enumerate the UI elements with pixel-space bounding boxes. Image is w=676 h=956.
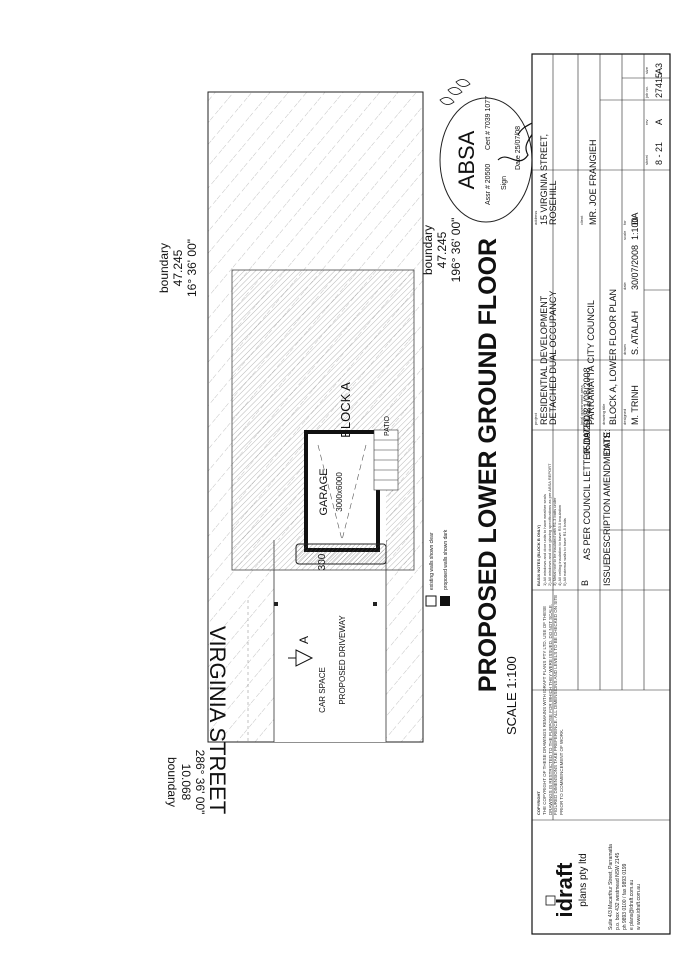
svg-text:1) All windows and door units: 1) All windows and door units to have we… [542, 494, 547, 586]
basix-notes: 1) All windows and door units to have we… [542, 463, 567, 586]
job-label: job no. [644, 86, 649, 99]
address-line-2: ROSEHILL [548, 180, 558, 225]
for-value: DA [630, 212, 640, 225]
absa-sign-label: Sign [501, 176, 508, 190]
company-name: idraft [552, 862, 577, 918]
revision-date: 05/09/2008 [582, 410, 592, 455]
project-line-2: DETACHED DUAL OCCUPANCY [548, 291, 558, 425]
svg-text:5) All external walls to have: 5) All external walls to have R1.5 batts [562, 518, 567, 586]
client-value: MR. JOE FRANGIEH [588, 139, 598, 225]
absa-assessor: Assr # 20500 [485, 164, 492, 205]
absa-brand: ABSA [454, 130, 479, 189]
company-subtitle: plans pty ltd [578, 853, 589, 906]
svg-text:196° 36' 00": 196° 36' 00" [449, 218, 463, 283]
svg-text:boundary: boundary [157, 243, 171, 293]
garage [304, 430, 380, 552]
svg-text:w www.idraft.com.au: w www.idraft.com.au [636, 884, 642, 930]
scale-field-value: 1:100 [630, 217, 640, 240]
svg-text:47.245: 47.245 [171, 249, 185, 286]
drawn-label: drawn [622, 344, 627, 355]
svg-text:p.o. box 432 westmead NSW 2145: p.o. box 432 westmead NSW 2145 [615, 853, 621, 930]
signature-icon [497, 114, 541, 162]
date-field-value: 30/07/2008 [630, 245, 640, 290]
job-value: 27415 [654, 73, 664, 98]
rev-value: A [654, 119, 664, 125]
client-label: client [579, 215, 584, 225]
designer-label: designed [622, 409, 627, 425]
drawing-main-title: PROPOSED LOWER GROUND FLOOR [474, 238, 502, 692]
svg-text:ph 9893 0100 / fax 9893 0199: ph 9893 0100 / fax 9893 0199 [622, 863, 628, 930]
copyright-text: THE COPYRIGHT OF THESE DRAWINGS REMAINS … [542, 594, 564, 815]
drawing-title-label: drawing title [601, 403, 606, 425]
title-block [531, 53, 671, 935]
drawing-scale: SCALE 1:100 [504, 656, 519, 735]
driveway-label: PROPOSED DRIVEWAY [338, 615, 347, 705]
legend-proposed-text: proposed walls shown dark [443, 529, 449, 590]
date-field-label: date [622, 281, 627, 290]
project-line-1: RESIDENTIAL DEVELOPMENT [539, 295, 549, 425]
svg-text:47.245: 47.245 [435, 231, 449, 268]
svg-text:Suite 4/3 Macarthur Street, Pa: Suite 4/3 Macarthur Street, Parramatta [608, 844, 614, 930]
wall-legend: existing walls shown clear proposed wall… [425, 529, 450, 607]
svg-text:286° 36' 00": 286° 36' 00" [193, 750, 207, 815]
boundary-top-label: boundary 47.245 16° 36' 00" [157, 239, 199, 297]
street-label: VIRGINIA STREET [205, 626, 230, 814]
project-label: project [533, 412, 538, 425]
designer-value: M. TRINH [630, 385, 640, 425]
description-label: DESCRIPTION AMENDMENTS [602, 432, 612, 560]
absa-stamp: ABSA Assr # 20500 Cert # 7039 1077 Sign … [439, 79, 541, 223]
size-value: A3 [654, 63, 664, 74]
sheet-label: sheet [644, 154, 649, 165]
svg-text:boundary: boundary [421, 225, 435, 275]
svg-text:10.068: 10.068 [179, 764, 193, 801]
size-label: size [644, 66, 649, 74]
revision-desc: AS PER COUNCIL LETTER DATED 21/08/2008 [582, 367, 592, 560]
legend-proposed-swatch [440, 596, 450, 606]
garage-label: GARAGE [318, 468, 330, 515]
car-space-label: CAR SPACE [318, 667, 327, 713]
garage-door [295, 543, 387, 565]
absa-cert: Cert # 7039 1077 [485, 96, 492, 150]
boundary-front-label: boundary 10.068 286° 36' 00" [165, 750, 207, 815]
site-plan [207, 91, 424, 743]
drawn-value: S. ATALAH [630, 311, 640, 355]
svg-text:boundary: boundary [165, 757, 179, 807]
absa-date: Date 25/07/08 [515, 126, 522, 170]
svg-text:2) All windows and door glazin: 2) All windows and door glazing specific… [547, 463, 552, 586]
for-label: for [622, 220, 627, 225]
absa-leaf-icon [439, 79, 471, 105]
boundary-bottom-label: boundary 47.245 196° 36' 00" [421, 218, 463, 283]
council-value: PARRAMATTA CITY COUNCIL [586, 300, 596, 425]
section-marker-label: A [297, 636, 311, 644]
patio-steps [373, 429, 399, 491]
copyright-box: THE COPYRIGHT OF THESE DRAWINGS REMAINS … [542, 594, 564, 815]
scale-field-label: scale [622, 230, 627, 240]
dimension-300-label: 300 [317, 553, 328, 570]
issue-label: ISSUE: [602, 556, 612, 586]
revision-letter: B [580, 580, 590, 586]
drawing-title-value: BLOCK A, LOWER FLOOR PLAN [608, 289, 618, 425]
company-logo: idraft plans pty ltd [545, 853, 589, 918]
basix-heading: BASIX NOTES (BLOCK B ONLY) [536, 524, 541, 586]
garage-size-label: 3000x6000 [335, 472, 344, 512]
sheet-value: 8 - 21 [654, 142, 664, 165]
address-line-1: 15 VIRGINIA STREET, [539, 134, 549, 225]
patio-label: PATIO [384, 415, 391, 436]
driveway-area [274, 540, 386, 742]
svg-text:e plans@idraft.com.au: e plans@idraft.com.au [629, 880, 635, 930]
svg-text:16° 36' 00": 16° 36' 00" [185, 239, 199, 297]
council-label: local government area [579, 385, 584, 425]
svg-text:4) All ceiling insulation to h: 4) All ceiling insulation to have R3.0 i… [557, 505, 562, 586]
date-header-label: DATE: [602, 429, 612, 455]
address-label: address [533, 211, 538, 225]
legend-existing-text: existing walls shown clear [429, 532, 435, 590]
copyright-heading: COPYRIGHT [536, 791, 541, 815]
company-contact: Suite 4/3 Macarthur Street, Parramatta p… [608, 844, 642, 930]
legend-existing-swatch [425, 595, 437, 607]
svg-text:3) Metal roof to be insulated: 3) Metal roof to be insulated with R1.3 … [552, 497, 557, 586]
block-a-label: BLOCK A [338, 382, 353, 438]
rev-label: rev [644, 119, 649, 125]
